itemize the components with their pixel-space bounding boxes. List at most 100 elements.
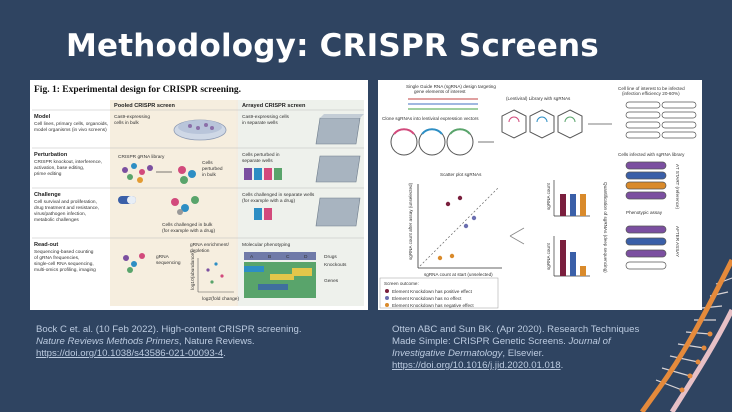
row-challenge: Challenge Cell survival and proliferatio… <box>34 192 99 223</box>
pooled-readout-left: gRNA <box>156 254 170 260</box>
row-challenge-line: drug treatment and resistance, <box>34 205 99 211</box>
col-arrayed-header: Arrayed CRISPR screen <box>242 103 306 109</box>
dna-helix-decoration <box>639 258 732 412</box>
col-pooled-header: Pooled CRISPR screen <box>114 103 176 109</box>
legend-swatch-positive <box>385 289 389 293</box>
row-readout-line: of gRNA frequencies, <box>34 255 79 261</box>
pooled-model-text: Cas9-expressing <box>114 114 150 120</box>
figure-experimental-design: Fig. 1: Experimental design for CRISPR s… <box>30 80 368 310</box>
screen-outcome-legend: Screen outcome: Element Knockdown has po… <box>379 277 499 309</box>
row-perturbation-line: CRISPR knockout, interference, <box>34 159 102 165</box>
sequencing-cells-icon <box>123 253 145 273</box>
cellline-text: Cell line of interest to be infected <box>618 86 685 91</box>
bar-chart-after <box>553 236 590 277</box>
figure-caption: Fig. 1: Experimental design for CRISPR s… <box>34 85 241 95</box>
citation-otten-doi-link[interactable]: https://doi.org/10.1016/j.jid.2020.01.01… <box>392 360 561 371</box>
heatmap-legend-genes: Genes <box>324 278 339 284</box>
arrayed-challenge-text: (for example with a drug) <box>242 198 295 204</box>
pooled-challenge-text: (for example with a drug) <box>162 228 215 234</box>
volcano-plot-icon <box>197 258 234 293</box>
after-assay-cells-icon <box>625 225 667 270</box>
scatter-title: Scatter plot sgRNAs <box>440 172 482 177</box>
library-text: (Lentiviral) Library with sgRNAs <box>506 96 571 101</box>
citation-otten-publisher: , Elsevier. <box>502 348 544 359</box>
citation-otten-end: . <box>560 360 564 371</box>
row-readout-line: multi-omics profiling, imaging <box>34 267 96 273</box>
citation-bock-journal: Nature Reviews Methods Primers <box>36 336 179 347</box>
drug-capsule-icon <box>118 196 136 204</box>
infected-text: Cells infected with sgRNA library <box>618 152 685 157</box>
pooled-challenge-text: Cells challenged in bulk <box>162 222 213 228</box>
row-challenge-line: metabolic challenges <box>34 217 79 223</box>
citation-bock-doi-link[interactable]: https://doi.org/10.1038/s43586-021-00093… <box>36 348 224 359</box>
scatter-ylabel: sgRNA count after assay (unselected) <box>408 182 413 260</box>
legend-item-positive: Element Knockdown has positive effect <box>392 289 473 294</box>
row-perturbation: Perturbation CRISPR knockout, interferen… <box>34 152 102 177</box>
pooled-library-label: CRISPR gRNA library <box>118 154 165 160</box>
citation-bock-publisher: , Nature Reviews. <box>178 336 255 347</box>
row-model-line: model organisms (in vivo screens) <box>34 127 107 133</box>
heatmap-col-d: D <box>304 254 308 260</box>
legend-swatch-negative <box>385 303 389 307</box>
sgrna-bars-icon <box>408 98 478 110</box>
scatter-xlabel: sgRNA count at start (unselected) <box>424 272 493 277</box>
citation-otten-journal-a: Journal of <box>568 336 611 347</box>
pooled-readout-left: sequencing <box>156 260 181 266</box>
petri-dish-icon <box>173 119 227 141</box>
figure-crispr-genetic-screens: Single Guide RNA (sgRNA) design targetin… <box>378 80 702 310</box>
citation-otten-line1: Otten ABC and Sun BK. (Apr 2020). Resear… <box>392 324 640 335</box>
pooled-perturbed-text: perturbed <box>202 166 223 172</box>
grna-library-icon <box>122 163 153 183</box>
pooled-perturbed-text: in bulk <box>202 172 216 178</box>
arrayed-challenge-text: Cells challenged in separate wells <box>242 192 315 198</box>
row-challenge-line: virus/pathogen infection, <box>34 211 86 217</box>
heatmap-col-b: B <box>268 254 271 260</box>
row-model-head: Model <box>34 114 51 120</box>
at-start-label: AT START (reference) <box>675 164 680 209</box>
quantification-label: Quantification of sgRNAs (deep sequencin… <box>603 182 608 273</box>
pooled-readout-right: depletion <box>190 248 210 254</box>
citation-otten-line2: Made Simple: CRISPR Genetic Screens. <box>392 336 569 347</box>
sgrna-design-text: Single Guide RNA (sgRNA) design targetin… <box>406 84 496 89</box>
legend-title: Screen outcome: <box>384 281 419 286</box>
infected-cells-icon <box>625 161 667 200</box>
cellline-text: (infection efficiency 20-60%) <box>622 91 680 96</box>
row-perturbation-line: activation, base editing, <box>34 165 84 171</box>
citation-otten-journal-b: Investigative Dermatology <box>392 348 503 359</box>
well-plate-colored-icon <box>244 155 361 183</box>
heatmap-legend-knockouts: Knockouts <box>324 262 347 268</box>
legend-swatch-noeffect <box>385 296 389 300</box>
challenged-cells-icon <box>171 196 199 215</box>
well-plate-icon <box>315 114 364 145</box>
arrayed-perturbed-text: Cells perturbed in <box>242 152 280 158</box>
heatmap-icon <box>244 252 316 298</box>
perturbed-cells-icon <box>178 166 196 184</box>
heatmap-col-a: A <box>250 254 254 260</box>
sgrna-design-text: gene elements of interest <box>414 89 466 94</box>
citation-bock: Bock C et. al. (10 Feb 2022). High-conte… <box>36 324 336 360</box>
row-challenge-line: Cell survival and proliferation, <box>34 199 97 205</box>
drug-plate-icon <box>254 197 361 227</box>
row-challenge-head: Challenge <box>34 192 61 198</box>
row-model: Model Cell lines, primary cells, organoi… <box>34 114 108 133</box>
citation-bock-line1: Bock C et. al. (10 Feb 2022). High-conte… <box>36 324 302 335</box>
slide-title: Methodology: CRISPR Screens <box>66 28 599 64</box>
row-readout: Read-out Sequencing-based counting of gR… <box>34 242 96 273</box>
arrayed-model-text: in separate wells <box>242 120 278 126</box>
bar-chart-start <box>553 180 590 217</box>
citation-otten: Otten ABC and Sun BK. (Apr 2020). Resear… <box>392 324 692 372</box>
pooled-readout-right: gRNA enrichment/ <box>190 242 230 248</box>
row-model-line: Cell lines, primary cells, organoids, <box>34 121 108 127</box>
clone-text: Clone sgRNAs into lentiviral expression … <box>382 116 479 121</box>
arrayed-readout-title: Molecular phenotyping <box>242 242 291 248</box>
row-readout-head: Read-out <box>34 242 58 248</box>
bar-label-after: sgRNA count <box>546 242 551 270</box>
row-readout-line: single-cell RNA sequencing, <box>34 261 94 267</box>
bar-label-start: sgRNA count <box>546 182 551 210</box>
pooled-model-text: cells in bulk <box>114 120 139 126</box>
pooled-readout-yaxis: log10(abundance) <box>190 251 196 290</box>
legend-item-noeffect: Element Knockdown has no effect <box>392 296 462 301</box>
after-assay-label: AFTER ASSAY <box>675 226 680 257</box>
arrayed-model-text: Cas9-expressing cells <box>242 114 290 120</box>
row-perturbation-head: Perturbation <box>34 152 68 158</box>
